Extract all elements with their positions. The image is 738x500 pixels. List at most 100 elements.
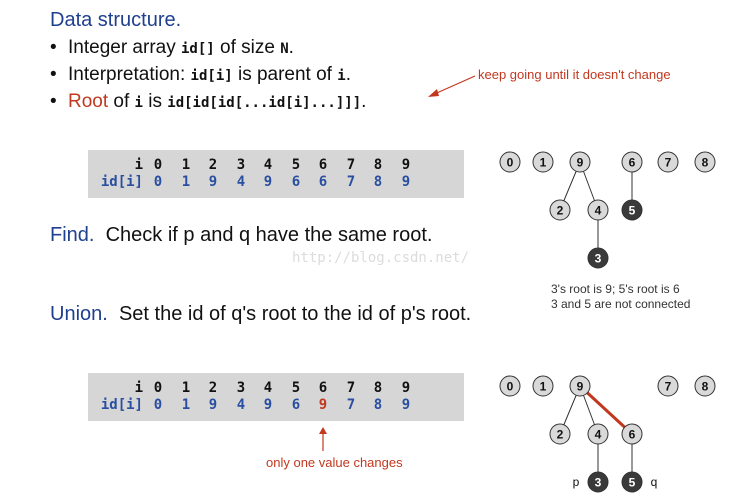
- node-9: 9: [569, 151, 591, 173]
- svg-text:1: 1: [540, 156, 547, 170]
- index-cell: 5: [291, 380, 301, 396]
- node-9: 9: [569, 375, 591, 397]
- code-text: N: [280, 41, 289, 57]
- svg-text:9: 9: [577, 380, 584, 394]
- array-table-2: i 0 1 2 3 4 5 6 7 8 9 id[i] 0 1 9 4 9 6 …: [88, 373, 464, 421]
- code-text: id[]: [181, 41, 215, 57]
- node-3: 3: [587, 471, 609, 493]
- svg-text:3: 3: [595, 476, 602, 490]
- value-cell: 9: [208, 174, 218, 190]
- svg-text:5: 5: [629, 204, 636, 218]
- root-keyword: Root: [68, 91, 109, 112]
- bullet-dot: •: [50, 64, 57, 85]
- svg-text:1: 1: [540, 380, 547, 394]
- arrow-head: [319, 427, 327, 434]
- svg-text:5: 5: [629, 476, 636, 490]
- index-cell: 7: [346, 380, 356, 396]
- value-cell: 1: [181, 397, 191, 413]
- bullet-text: of size: [214, 37, 281, 58]
- tree-note-line-2: 3 and 5 are not connected: [551, 297, 691, 311]
- index-cell: 8: [373, 380, 383, 396]
- code-text: i: [337, 68, 346, 84]
- find-line: Find. Check if p and q have the same roo…: [50, 224, 432, 247]
- bullet-text: is: [142, 91, 168, 112]
- index-cell: 6: [318, 157, 328, 173]
- arrow-head: [428, 89, 439, 97]
- value-cell: 9: [208, 397, 218, 413]
- bullet-text: .: [345, 64, 351, 85]
- array-index-row: i 0 1 2 3 4 5 6 7 8 9: [88, 157, 464, 175]
- union-line: Union. Set the id of q's root to the id …: [50, 303, 471, 326]
- section-title: Data structure.: [50, 9, 182, 31]
- bullet-text: of: [108, 91, 135, 112]
- svg-text:4: 4: [595, 428, 602, 442]
- svg-text:4: 4: [595, 204, 602, 218]
- value-cell: 8: [373, 174, 383, 190]
- code-text: i: [134, 95, 143, 111]
- value-cell: 6: [318, 174, 328, 190]
- bullet-text: Interpretation:: [68, 64, 191, 85]
- value-cell: 8: [373, 397, 383, 413]
- svg-text:0: 0: [507, 156, 514, 170]
- index-cell: 0: [153, 380, 163, 396]
- value-cell: 9: [263, 174, 273, 190]
- index-cell: 9: [401, 157, 411, 173]
- index-cell: 1: [181, 157, 191, 173]
- index-cell: 2: [208, 157, 218, 173]
- node-4: 4: [587, 423, 609, 445]
- annotation-arrow: [428, 75, 476, 97]
- array-table-1: i 0 1 2 3 4 5 6 7 8 9 id[i] 0 1 9 4 9 6 …: [88, 150, 464, 198]
- node-5: 5: [621, 199, 643, 221]
- svg-text:2: 2: [557, 204, 564, 218]
- node-6: 6: [621, 423, 643, 445]
- value-cell: 4: [236, 174, 246, 190]
- tree-note-line-1: 3's root is 9; 5's root is 6: [551, 282, 680, 296]
- array-value-row: id[i] 0 1 9 4 9 6 6 7 8 9: [88, 174, 464, 192]
- node-7: 7: [657, 375, 679, 397]
- index-cell: 9: [401, 380, 411, 396]
- value-label: id[i]: [100, 174, 143, 190]
- index-cell: 4: [263, 380, 273, 396]
- bullet-dot: •: [50, 37, 57, 58]
- tree-diagram-1: 0 1 9 6 7 8 2 4 5 3: [499, 151, 716, 269]
- node-5: 5: [621, 471, 643, 493]
- svg-text:8: 8: [702, 380, 709, 394]
- array-value-row: id[i] 0 1 9 4 9 6 9 7 8 9: [88, 397, 464, 415]
- node-6: 6: [621, 151, 643, 173]
- node-8: 8: [694, 375, 716, 397]
- svg-text:9: 9: [577, 156, 584, 170]
- value-cell: 6: [291, 397, 301, 413]
- node-0: 0: [499, 151, 521, 173]
- value-cell: 0: [153, 174, 163, 190]
- label-p: p: [573, 475, 580, 489]
- array-index-row: i 0 1 2 3 4 5 6 7 8 9: [88, 380, 464, 398]
- value-cell: 9: [263, 397, 273, 413]
- index-cell: 2: [208, 380, 218, 396]
- change-arrow: [319, 427, 327, 451]
- bullet-3: •Root of i is id[id[id[...id[i]...]]].: [50, 91, 366, 113]
- value-cell: 7: [346, 397, 356, 413]
- svg-text:2: 2: [557, 428, 564, 442]
- svg-text:6: 6: [629, 428, 636, 442]
- svg-text:7: 7: [665, 380, 672, 394]
- node-7: 7: [657, 151, 679, 173]
- index-cell: 0: [153, 157, 163, 173]
- bullet-1: •Integer array id[] of size N.: [50, 37, 294, 59]
- index-cell: 7: [346, 157, 356, 173]
- bullet-text: .: [361, 91, 367, 112]
- index-cell: 8: [373, 157, 383, 173]
- bullet-dot: •: [50, 91, 57, 112]
- tree-diagram-2: 0 1 9 7 8 2 4 6 3 5 p q: [499, 375, 716, 493]
- value-cell: 7: [346, 174, 356, 190]
- index-label: i: [134, 157, 143, 173]
- new-link-edge: [578, 384, 634, 436]
- svg-text:0: 0: [507, 380, 514, 394]
- bullet-text: .: [288, 37, 294, 58]
- value-cell: 0: [153, 397, 163, 413]
- find-keyword: Find.: [50, 224, 95, 246]
- index-cell: 6: [318, 380, 328, 396]
- node-4: 4: [587, 199, 609, 221]
- bullet-2: •Interpretation: id[i] is parent of i.: [50, 64, 351, 86]
- value-cell: 4: [236, 397, 246, 413]
- watermark: http://blog.csdn.net/: [292, 250, 470, 266]
